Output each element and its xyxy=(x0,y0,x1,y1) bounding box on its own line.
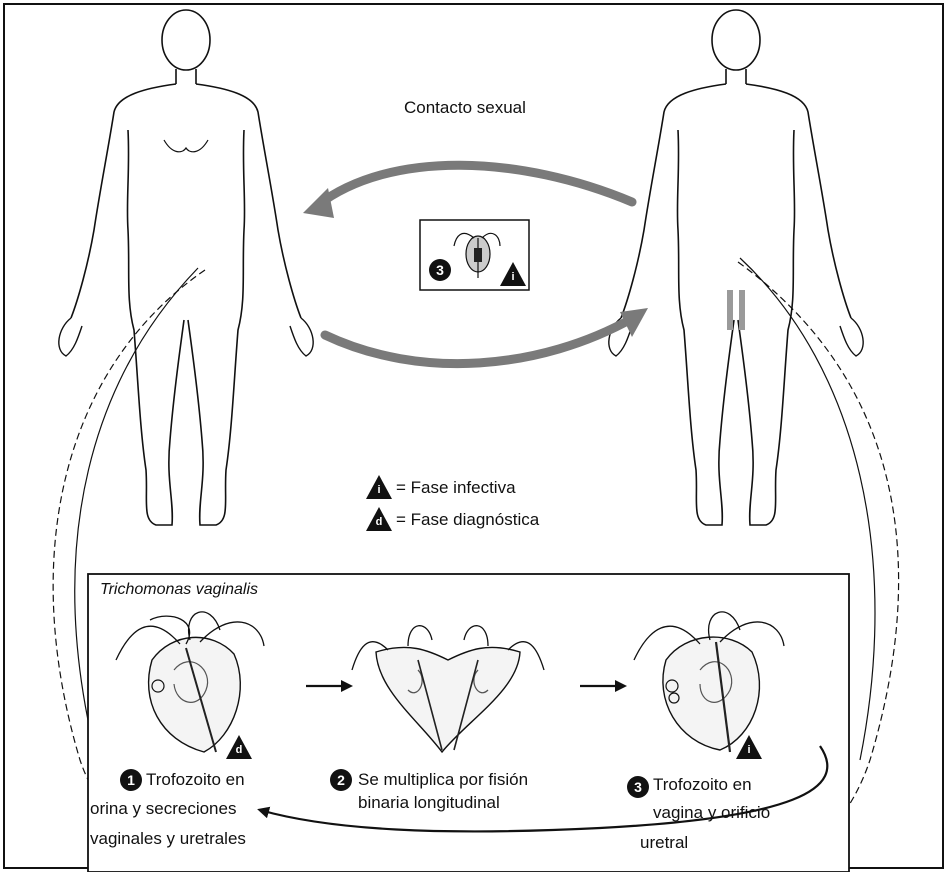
contact-arrow-left xyxy=(318,165,632,205)
stage-1-label-line-2: orina y secreciones xyxy=(90,798,236,819)
legend-infective-label: = Fase infectiva xyxy=(396,477,516,498)
legend-infective-icon: i xyxy=(366,475,392,499)
stage-3-label-line-2: vagina y orificio xyxy=(653,802,770,823)
stage-1-label-line-3: vaginales y uretrales xyxy=(90,828,246,849)
inset-infective-icon: i xyxy=(500,262,526,286)
female-figure-icon xyxy=(59,10,313,525)
box-title: Trichomonas vaginalis xyxy=(100,580,258,600)
male-figure-icon xyxy=(609,10,863,525)
stage-3-number-badge: 3 xyxy=(627,776,649,798)
stage-2-number-badge: 2 xyxy=(330,769,352,791)
stage-3-label-line-1: Trofozoito en xyxy=(653,774,752,795)
contact-label: Contacto sexual xyxy=(404,97,526,118)
legend-diagnostic-label: = Fase diagnóstica xyxy=(396,509,539,530)
contact-arrow-right xyxy=(325,318,633,364)
stage-3-infective-icon: i xyxy=(736,735,762,759)
stage-3-label-line-3: uretral xyxy=(640,832,688,853)
stage-1-label-line-1: Trofozoito en xyxy=(146,769,245,790)
stage-1-diagnostic-icon: d xyxy=(226,735,252,759)
stage-2-label-line-1: Se multiplica por fisión xyxy=(358,769,528,790)
stage-1-number-badge: 1 xyxy=(120,769,142,791)
legend-diagnostic-icon: d xyxy=(366,507,392,531)
stage-2-label-line-2: binaria longitudinal xyxy=(358,792,500,813)
inset-number-badge: 3 xyxy=(429,259,451,281)
